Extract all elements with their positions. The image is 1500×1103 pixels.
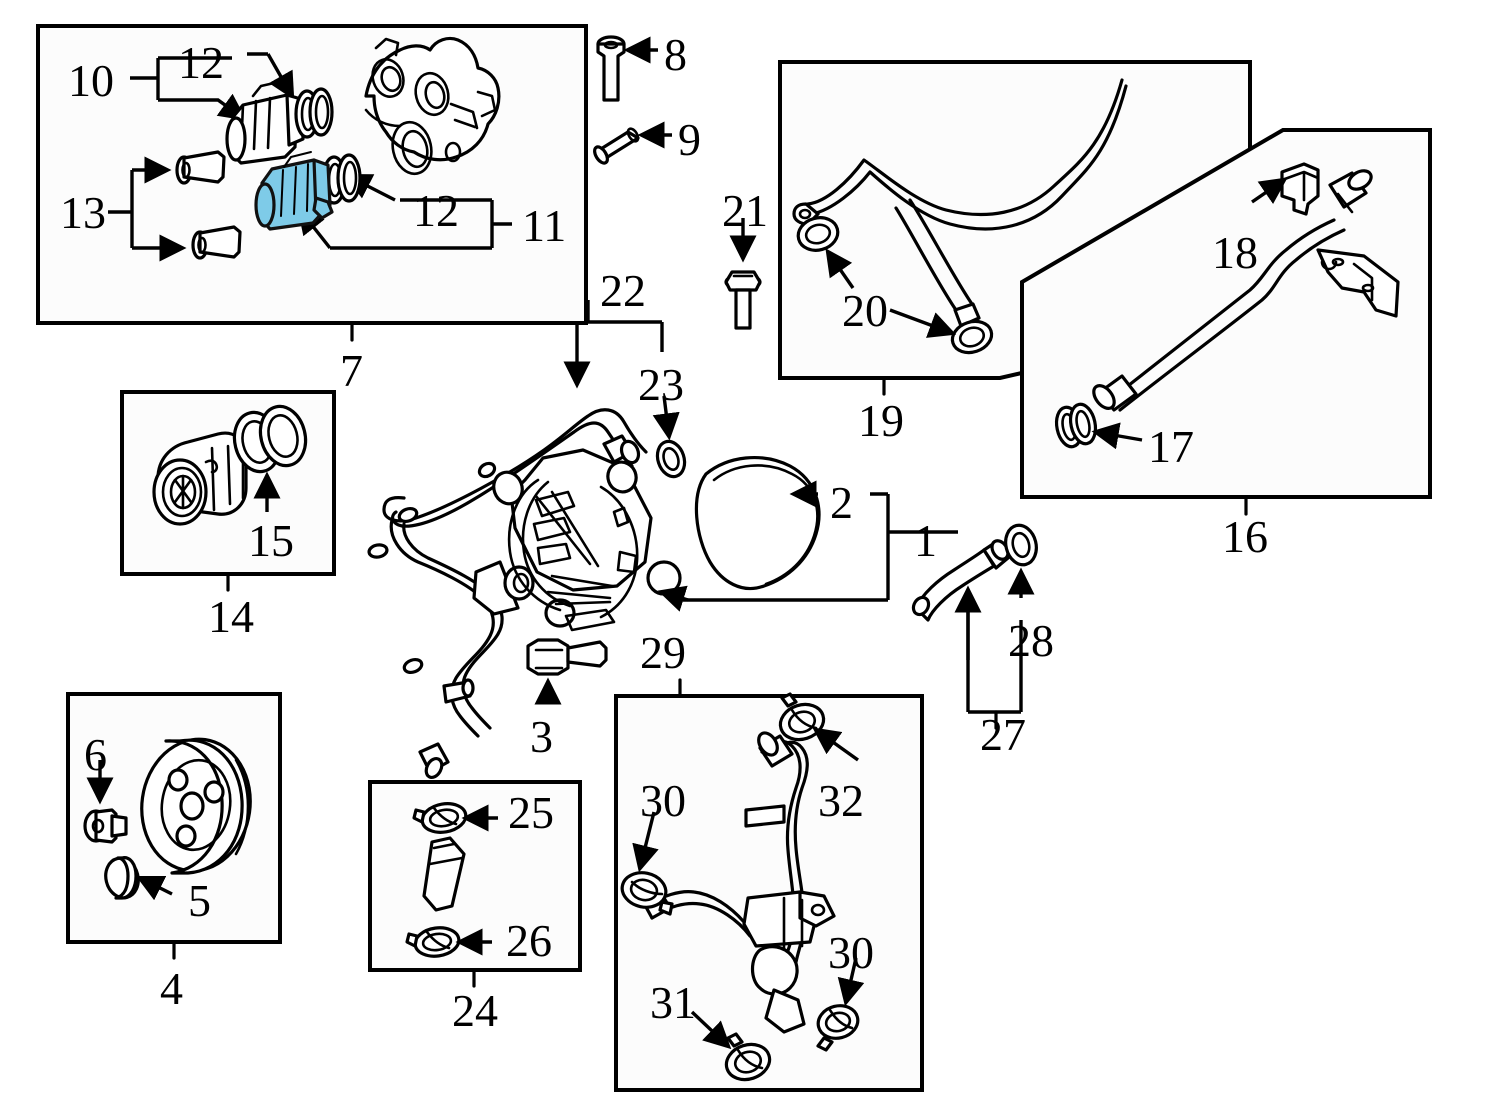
part-6-bolt [83,808,128,844]
part-1-water-pump [472,448,682,632]
callout-18[interactable]: 18 [1212,230,1258,276]
callout-5[interactable]: 5 [188,878,211,924]
callout-12-lower[interactable]: 12 [413,188,459,234]
part-27-tube [911,539,1010,622]
part-30-clamp-b [816,1004,860,1052]
callout-label: 9 [678,114,701,165]
callout-8[interactable]: 8 [664,32,687,78]
part-16-coolant-pipe [1092,169,1400,412]
part-18-coolant-sensor [1280,162,1320,216]
part-13-bolt-lower [191,225,242,260]
callout-label: 13 [60,187,106,238]
callout-15[interactable]: 15 [248,518,294,564]
callout-label: 19 [858,395,904,446]
part-2-gasket [694,455,821,591]
callout-label: 3 [530,711,553,762]
callout-27[interactable]: 27 [980,712,1026,758]
callout-16[interactable]: 16 [1222,514,1268,560]
callout-label: 1 [914,515,937,566]
callout-label: 14 [208,591,254,642]
part-13-bolt-upper [175,150,226,185]
callout-label: 25 [508,787,554,838]
callout-30-a[interactable]: 30 [640,778,686,824]
callout-22[interactable]: 22 [600,268,646,314]
callout-label: 11 [522,200,567,251]
callout-label: 7 [340,345,363,396]
callout-label: 4 [160,963,183,1014]
callout-23[interactable]: 23 [638,362,684,408]
part-9-dowel-pin [593,127,640,165]
callout-label: 5 [188,875,211,926]
callout-32[interactable]: 32 [818,778,864,824]
callout-label: 12 [413,185,459,236]
callout-label: 15 [248,515,294,566]
callout-label: 16 [1222,511,1268,562]
callout-label: 31 [650,977,696,1028]
part-22-hose-bundle [367,408,648,780]
callout-label: 23 [638,359,684,410]
callout-label: 29 [640,627,686,678]
part-30-clamp-a [620,871,674,916]
part-15-seal [232,404,308,474]
callout-25[interactable]: 25 [508,790,554,836]
part-8-bolt [596,35,626,102]
part-21-bolt [724,270,762,330]
callout-28[interactable]: 28 [1008,618,1054,664]
callout-1[interactable]: 1 [914,518,937,564]
callout-19[interactable]: 19 [858,398,904,444]
callout-20[interactable]: 20 [842,288,888,334]
callout-label: 22 [600,265,646,316]
callout-label: 27 [980,709,1026,760]
callout-14[interactable]: 14 [208,594,254,640]
callout-label: 8 [664,29,687,80]
part-4-pulley [140,737,252,875]
callout-label: 18 [1212,227,1258,278]
callout-9[interactable]: 9 [678,117,701,163]
callout-4[interactable]: 4 [160,966,183,1012]
callout-label: 28 [1008,615,1054,666]
callout-label: 17 [1148,421,1194,472]
part-24-hose [422,836,466,912]
callout-21[interactable]: 21 [722,188,768,234]
part-31-clamp [724,1032,772,1082]
callout-24[interactable]: 24 [452,988,498,1034]
callout-13[interactable]: 13 [60,190,106,236]
part-26-clamp [405,926,461,958]
part-23-seal [655,439,687,479]
part-28-seal [1004,523,1038,567]
part-14-thermostat [152,431,248,526]
callout-label: 20 [842,285,888,336]
part-11-highlighted-thermostat-housing [254,151,334,231]
part-5-plug [104,856,140,900]
callout-26[interactable]: 26 [506,918,552,964]
callout-30-b[interactable]: 30 [828,930,874,976]
callout-6[interactable]: 6 [84,732,107,778]
callout-label: 21 [722,185,768,236]
callout-12-upper[interactable]: 12 [178,40,224,86]
callout-17[interactable]: 17 [1148,424,1194,470]
callout-label: 32 [818,775,864,826]
callout-31[interactable]: 31 [650,980,696,1026]
callout-2[interactable]: 2 [830,480,853,526]
callout-29[interactable]: 29 [640,630,686,676]
callout-3[interactable]: 3 [530,714,553,760]
callout-label: 10 [68,55,114,106]
part-3-bolt [526,638,608,676]
callout-label: 2 [830,477,853,528]
callout-label: 30 [828,927,874,978]
callout-10[interactable]: 10 [68,58,114,104]
callout-7[interactable]: 7 [340,348,363,394]
part-10-thermostat-housing-casting [364,36,501,176]
callout-label: 24 [452,985,498,1036]
part-12-seal-upper [294,87,334,139]
callout-label: 26 [506,915,552,966]
callout-11[interactable]: 11 [522,203,566,249]
callout-label: 30 [640,775,686,826]
part-20-seal-a [796,216,840,252]
callout-label: 12 [178,37,224,88]
callout-label: 6 [84,729,107,780]
